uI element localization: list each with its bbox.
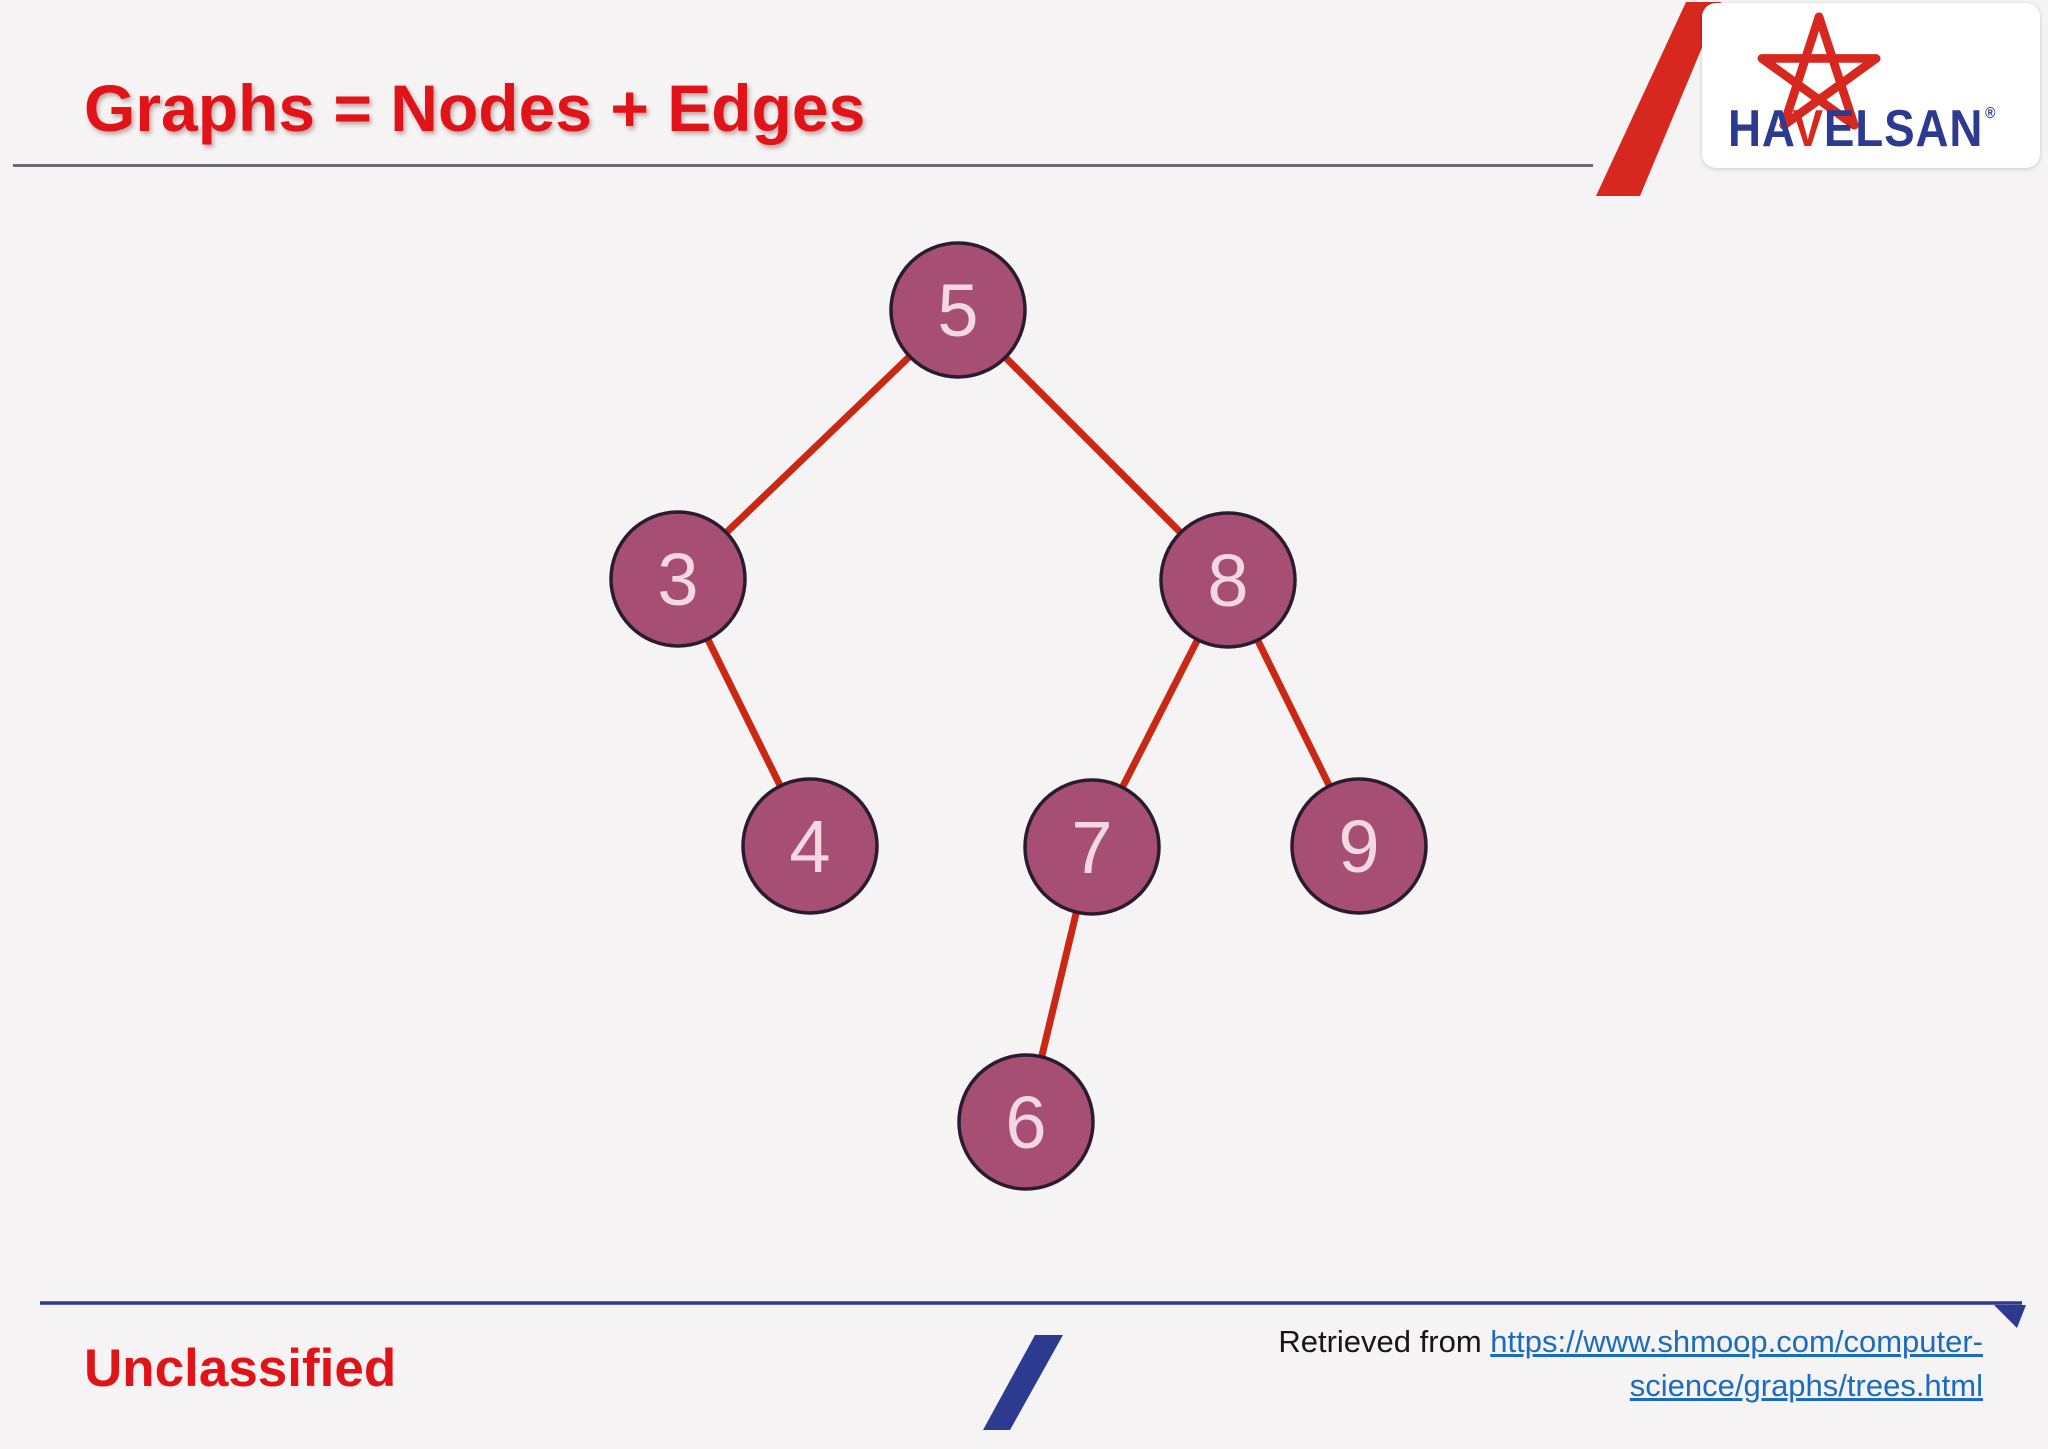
source-line-1: Retrieved from https://www.shmoop.com/co… <box>1278 1320 1983 1364</box>
tree-node-label-4: 4 <box>789 805 830 888</box>
logo-text-ha: HA <box>1728 100 1793 158</box>
source-link[interactable]: science/graphs/trees.html <box>1629 1368 1983 1403</box>
tree-node-3 <box>609 510 747 648</box>
logo-wordmark: HAVELSAN® <box>1728 99 1997 159</box>
header-rule <box>13 164 1593 167</box>
tree-node-9 <box>1290 777 1428 915</box>
tree-node-label-3: 3 <box>657 538 698 621</box>
source-prefix: Retrieved from <box>1278 1324 1491 1359</box>
source-text: Retrieved from https://www.shmoop.com/co… <box>1278 1320 1983 1408</box>
tree-node-6 <box>957 1053 1095 1191</box>
havelsan-star-icon <box>1757 12 1881 130</box>
tree-node-label-5: 5 <box>937 269 978 352</box>
page-title: Graphs = Nodes + Edges <box>84 71 866 145</box>
tree-node-label-6: 6 <box>1005 1081 1046 1164</box>
tree-node-label-9: 9 <box>1338 805 1379 888</box>
tree-node-label-8: 8 <box>1207 539 1248 622</box>
tree-node-4 <box>741 777 879 915</box>
classification-label: Unclassified <box>84 1339 397 1398</box>
logo-text-v: V <box>1792 100 1824 158</box>
tree-node-8 <box>1159 511 1297 649</box>
tree-node-5 <box>889 241 1027 379</box>
registered-mark-icon: ® <box>1985 105 1997 122</box>
source-link[interactable]: https://www.shmoop.com/computer- <box>1490 1324 1983 1359</box>
logo-text-elsan: ELSAN <box>1823 100 1984 158</box>
source-line-2: science/graphs/trees.html <box>1630 1364 1983 1408</box>
tree-node-label-7: 7 <box>1071 806 1112 889</box>
havelsan-logo: HAVELSAN® <box>1702 3 2040 168</box>
tree-node-7 <box>1023 778 1161 916</box>
